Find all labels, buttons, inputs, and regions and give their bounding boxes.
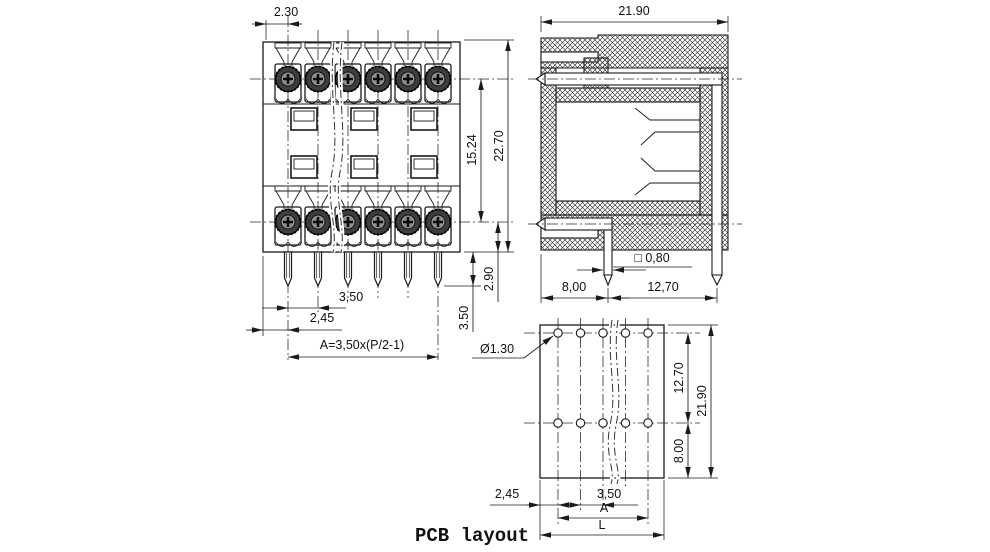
solder-pin bbox=[313, 251, 323, 287]
solder-pin bbox=[283, 251, 293, 287]
dim-pin-pitch: 3,50 bbox=[262, 290, 363, 311]
pcb-layout-caption: PCB layout bbox=[415, 525, 529, 547]
dim-label-edge-to-first-pin: 8,00 bbox=[562, 280, 586, 294]
dim-label-pcb-row-to-edge: 8.00 bbox=[672, 439, 686, 463]
side-centerlines bbox=[528, 78, 742, 225]
dim-first-pin-offset: 2,45 bbox=[246, 256, 342, 336]
pcb-break-lines bbox=[606, 319, 622, 485]
pcb-hole bbox=[598, 328, 608, 338]
solder-pin bbox=[343, 251, 353, 287]
dim-overall-height: 22.70 bbox=[464, 39, 514, 253]
pcb-hole bbox=[620, 328, 631, 338]
side-view: 21.90 □ 0,80 8,00 12,70 bbox=[528, 4, 742, 303]
side-pin-bottom bbox=[535, 216, 613, 287]
dim-hole-diameter: Ø1.30 bbox=[472, 335, 554, 359]
pcb-layout-view: Ø1.30 12.70 8.00 21.90 2,45 3,50 bbox=[415, 318, 718, 547]
dim-label-pcb-row-spacing: 12.70 bbox=[672, 362, 686, 393]
dim-label-pin-pitch: 3,50 bbox=[339, 290, 363, 304]
dim-label-pin-row-spacing: 12,70 bbox=[647, 280, 678, 294]
pcb-hole bbox=[643, 328, 653, 338]
dim-pin-positions: 8,00 12,70 bbox=[540, 254, 718, 303]
dim-label-pcb-first-hole-offset: 2,45 bbox=[495, 487, 519, 501]
front-break-lines bbox=[328, 41, 346, 253]
dim-pcb-span-a: A bbox=[558, 501, 648, 521]
screw-terminal bbox=[393, 184, 423, 248]
pcb-hole bbox=[620, 418, 631, 428]
dim-label-pcb-span-a: A bbox=[600, 501, 609, 515]
screw-terminal bbox=[423, 184, 453, 248]
dim-center-to-base: 2.90 bbox=[482, 222, 501, 302]
pcb-hole bbox=[575, 328, 586, 338]
side-contact-latch bbox=[634, 107, 700, 196]
dim-label-pcb-hole-pitch: 3,50 bbox=[597, 487, 621, 501]
dim-label-first-pin-offset: 2,45 bbox=[310, 311, 334, 325]
dim-label-overall-depth: 21.90 bbox=[618, 4, 649, 18]
pcb-hole bbox=[643, 418, 653, 428]
dim-pcb-span-l: L bbox=[540, 480, 665, 540]
screw-terminal bbox=[363, 184, 393, 248]
front-windows bbox=[290, 107, 438, 179]
dim-label-pcb-overall-height: 21.90 bbox=[695, 385, 709, 416]
dim-row-spacing: 15.24 bbox=[465, 79, 484, 222]
solder-pin bbox=[373, 251, 383, 287]
dim-label-span-formula: A=3,50x(P/2-1) bbox=[320, 338, 404, 352]
pcb-hole bbox=[553, 328, 563, 338]
dim-top-offset: 2.30 bbox=[252, 5, 302, 40]
dim-overall-depth: 21.90 bbox=[540, 4, 729, 32]
front-terminal-row-top bbox=[273, 41, 453, 105]
front-housing-outline bbox=[262, 41, 461, 253]
dim-pin-protrusion: 3.50 bbox=[444, 252, 481, 332]
dim-label-overall-height: 22.70 bbox=[492, 130, 506, 161]
dim-pcb-bottom-chain: 2,45 3,50 bbox=[490, 480, 638, 540]
dim-label-row-spacing: 15.24 bbox=[465, 134, 479, 165]
dim-pin-cross-section: □ 0,80 bbox=[577, 251, 692, 273]
pcb-outline bbox=[539, 324, 665, 479]
pcb-hole bbox=[553, 418, 563, 428]
front-solder-pins bbox=[283, 251, 443, 287]
front-view: 2.30 15.24 22.70 2.90 3.50 bbox=[246, 5, 516, 360]
solder-pin bbox=[403, 251, 413, 287]
dim-label-pin-protrusion: 3.50 bbox=[457, 306, 471, 330]
side-plug-cavity bbox=[555, 101, 701, 202]
dim-label-top-offset: 2.30 bbox=[274, 5, 298, 19]
screw-terminal bbox=[303, 184, 333, 248]
dim-span-formula: A=3,50x(P/2-1) bbox=[288, 338, 438, 360]
dim-label-pin-cross-section: □ 0,80 bbox=[634, 251, 669, 265]
solder-pin bbox=[433, 251, 443, 287]
front-terminal-row-bottom bbox=[273, 184, 453, 248]
pcb-hole bbox=[598, 418, 608, 428]
dim-label-hole-diameter: Ø1.30 bbox=[480, 342, 514, 356]
dim-pcb-vertical: 12.70 8.00 21.90 bbox=[668, 324, 718, 479]
dim-label-center-to-base: 2.90 bbox=[482, 267, 496, 291]
pcb-hole bbox=[575, 418, 586, 428]
dim-label-pcb-span-l: L bbox=[599, 518, 606, 532]
